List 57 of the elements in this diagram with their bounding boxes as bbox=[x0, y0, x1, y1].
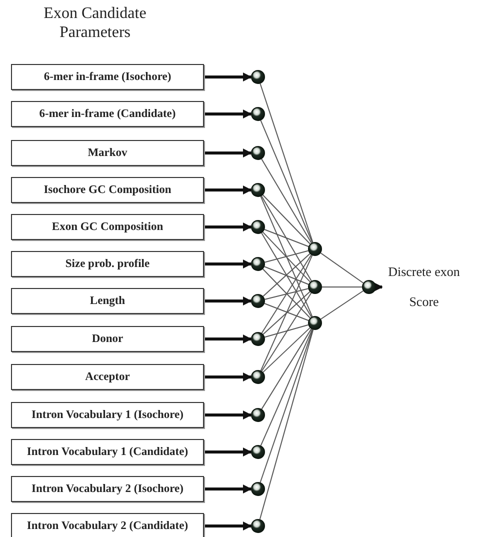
parameter-box: 6-mer in-frame (Candidate) bbox=[11, 101, 204, 127]
connection-line bbox=[262, 268, 311, 318]
parameter-box: Markov bbox=[11, 140, 204, 166]
arrow bbox=[204, 186, 252, 194]
connection-line bbox=[261, 328, 312, 410]
connection-line bbox=[264, 288, 309, 300]
connection-line bbox=[264, 324, 309, 338]
connection-line bbox=[260, 196, 313, 318]
connection-line bbox=[264, 266, 309, 285]
connection-line bbox=[259, 329, 314, 520]
arrow bbox=[374, 282, 383, 292]
connection-line bbox=[260, 328, 313, 446]
arrow bbox=[204, 72, 252, 82]
connection-line bbox=[260, 120, 313, 244]
connection-line bbox=[264, 229, 309, 247]
connection-line bbox=[261, 254, 312, 334]
parameter-box: Intron Vocabulary 2 (Candidate) bbox=[11, 513, 204, 537]
connection-line bbox=[261, 292, 312, 372]
connection-line bbox=[261, 232, 312, 318]
connection-line bbox=[262, 194, 311, 244]
parameter-box: Size prob. profile bbox=[11, 251, 204, 277]
arrow bbox=[204, 372, 252, 382]
arrow bbox=[204, 110, 252, 118]
parameter-box: 6-mer in-frame (Isochore) bbox=[11, 64, 204, 90]
parameter-box: Length bbox=[11, 288, 204, 314]
connection-line bbox=[262, 253, 310, 297]
arrow bbox=[204, 522, 252, 530]
connection-line bbox=[320, 290, 364, 320]
connection-line bbox=[260, 254, 313, 372]
parameter-box: Intron Vocabulary 2 (Isochore) bbox=[11, 476, 204, 502]
connection-line bbox=[322, 286, 362, 288]
connection-line bbox=[264, 303, 309, 321]
parameter-box: Intron Vocabulary 1 (Candidate) bbox=[11, 439, 204, 465]
arrow bbox=[204, 484, 252, 494]
arrow bbox=[204, 296, 252, 306]
arrow bbox=[204, 260, 252, 268]
parameter-box: Intron Vocabulary 1 (Isochore) bbox=[11, 402, 204, 428]
arrow bbox=[204, 410, 252, 420]
arrow bbox=[204, 148, 252, 158]
connection-line bbox=[260, 83, 314, 243]
title: Exon Candidate Parameters bbox=[42, 4, 148, 42]
arrow bbox=[204, 222, 252, 232]
arrow bbox=[204, 448, 252, 456]
parameter-box: Acceptor bbox=[11, 364, 204, 390]
parameter-box: Isochore GC Composition bbox=[11, 177, 204, 203]
connection-line bbox=[262, 327, 310, 373]
output-label: Discrete exon Score bbox=[387, 263, 461, 311]
parameter-box: Donor bbox=[11, 326, 204, 352]
connection-line bbox=[264, 250, 309, 263]
connection-line bbox=[261, 196, 312, 282]
parameter-box: Exon GC Composition bbox=[11, 214, 204, 240]
connection-line bbox=[261, 158, 312, 244]
connection-line bbox=[320, 252, 364, 284]
connection-line bbox=[262, 232, 311, 282]
arrow bbox=[204, 334, 252, 344]
connection-line bbox=[260, 329, 314, 483]
connection-line bbox=[262, 291, 310, 335]
